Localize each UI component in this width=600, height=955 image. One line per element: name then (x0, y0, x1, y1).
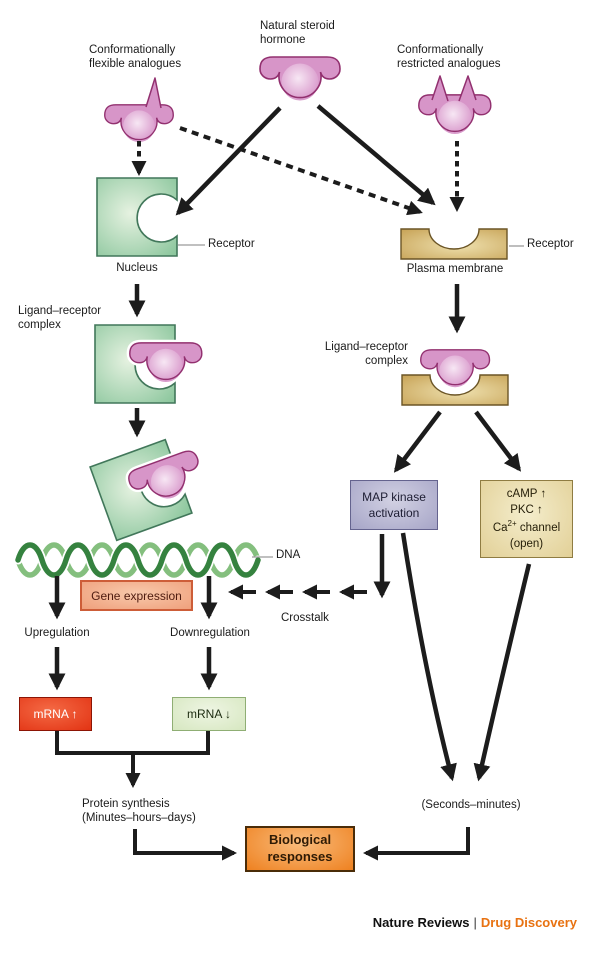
receptor-left-label: Receptor (208, 238, 255, 250)
biological-line1: Biological (268, 832, 332, 848)
flexible-analogues-label: Conformationally flexible analogues (89, 44, 181, 71)
map-kinase-box: MAP kinase activation (350, 480, 438, 530)
ligand-receptor-right-label: Ligand–receptor complex (308, 341, 408, 368)
journal-footer: Nature Reviews|Drug Discovery (373, 915, 577, 930)
camp-line: cAMP ↑ (506, 487, 547, 500)
natural-hormone-line2: hormone (260, 33, 306, 46)
nucleus-label: Nucleus (116, 262, 158, 274)
natural-hormone-label: Natural steroid hormone (260, 20, 335, 47)
receptor-right-label: Receptor (527, 238, 574, 250)
nuclear-complex-shape (94, 324, 202, 404)
label-pointer-lines (178, 244, 524, 558)
gene-expression-label: Gene expression (91, 588, 182, 603)
restricted-line2: restricted analogues (397, 57, 501, 70)
footer-separator: | (473, 915, 477, 930)
natural-hormone-line1: Natural steroid (260, 20, 335, 32)
merge-and-elbow-arrows (55, 731, 470, 861)
restricted-line1: Conformationally (397, 44, 484, 56)
ca-channel-line: Ca2+ channel (493, 518, 560, 536)
natural-hormone-shape (260, 57, 340, 101)
protein-synthesis-line1: Protein synthesis (82, 798, 170, 810)
ca-sup: 2+ (507, 519, 517, 529)
ligand-receptor-left-label: Ligand–receptor complex (18, 305, 101, 332)
restricted-analogue-shape (419, 75, 491, 134)
protein-synthesis-label: Protein synthesis (Minutes–hours–days) (82, 798, 196, 825)
lr-left-line2: complex (18, 318, 61, 331)
membrane-receptor-shape (400, 228, 508, 260)
biological-responses-box: Biological responses (245, 826, 355, 872)
mrna-down-box: mRNA ↓ (172, 697, 246, 731)
mrna-down-label: mRNA ↓ (186, 707, 231, 721)
membrane-complex-shape (401, 350, 509, 406)
restricted-analogues-label: Conformationally restricted analogues (397, 44, 501, 71)
ca-post: channel (516, 521, 561, 534)
solid-arrows (48, 104, 532, 782)
pkc-line: PKC ↑ (510, 503, 543, 516)
biological-line2: responses (267, 849, 333, 864)
protein-synthesis-line2: (Minutes–hours–days) (82, 811, 196, 824)
dna-helix (13, 540, 263, 580)
flexible-line2: flexible analogues (89, 57, 182, 70)
downregulation-label: Downregulation (170, 627, 250, 639)
lr-right-line2: complex (365, 354, 408, 367)
dna-label: DNA (276, 549, 301, 561)
dashed-arrows (131, 126, 465, 216)
mrna-up-label: mRNA ↑ (33, 707, 78, 721)
camp-pkc-ca-box: cAMP ↑ PKC ↑ Ca2+ channel (open) (480, 480, 573, 558)
activated-complex-shape (89, 438, 214, 542)
ca-pre: Ca (492, 521, 508, 534)
seconds-minutes-label: (Seconds–minutes) (421, 799, 521, 811)
flexible-line1: Conformationally (89, 44, 176, 56)
nuclear-receptor-shape (96, 177, 178, 257)
map-kinase-line1: MAP kinase (362, 489, 426, 504)
gene-expression-box: Gene expression (80, 580, 193, 611)
plasma-membrane-label: Plasma membrane (406, 263, 504, 275)
lr-left-line1: Ligand–receptor (18, 305, 102, 317)
flexible-analogue-shape (105, 77, 174, 142)
map-kinase-line2: activation (368, 506, 420, 520)
open-line: (open) (509, 538, 544, 550)
journal-title: Drug Discovery (480, 915, 577, 930)
journal-name: Nature Reviews (372, 915, 470, 930)
lr-right-line1: Ligand–receptor (324, 341, 408, 353)
upregulation-label: Upregulation (24, 627, 90, 639)
mrna-up-box: mRNA ↑ (19, 697, 92, 731)
crosstalk-label: Crosstalk (281, 612, 329, 624)
